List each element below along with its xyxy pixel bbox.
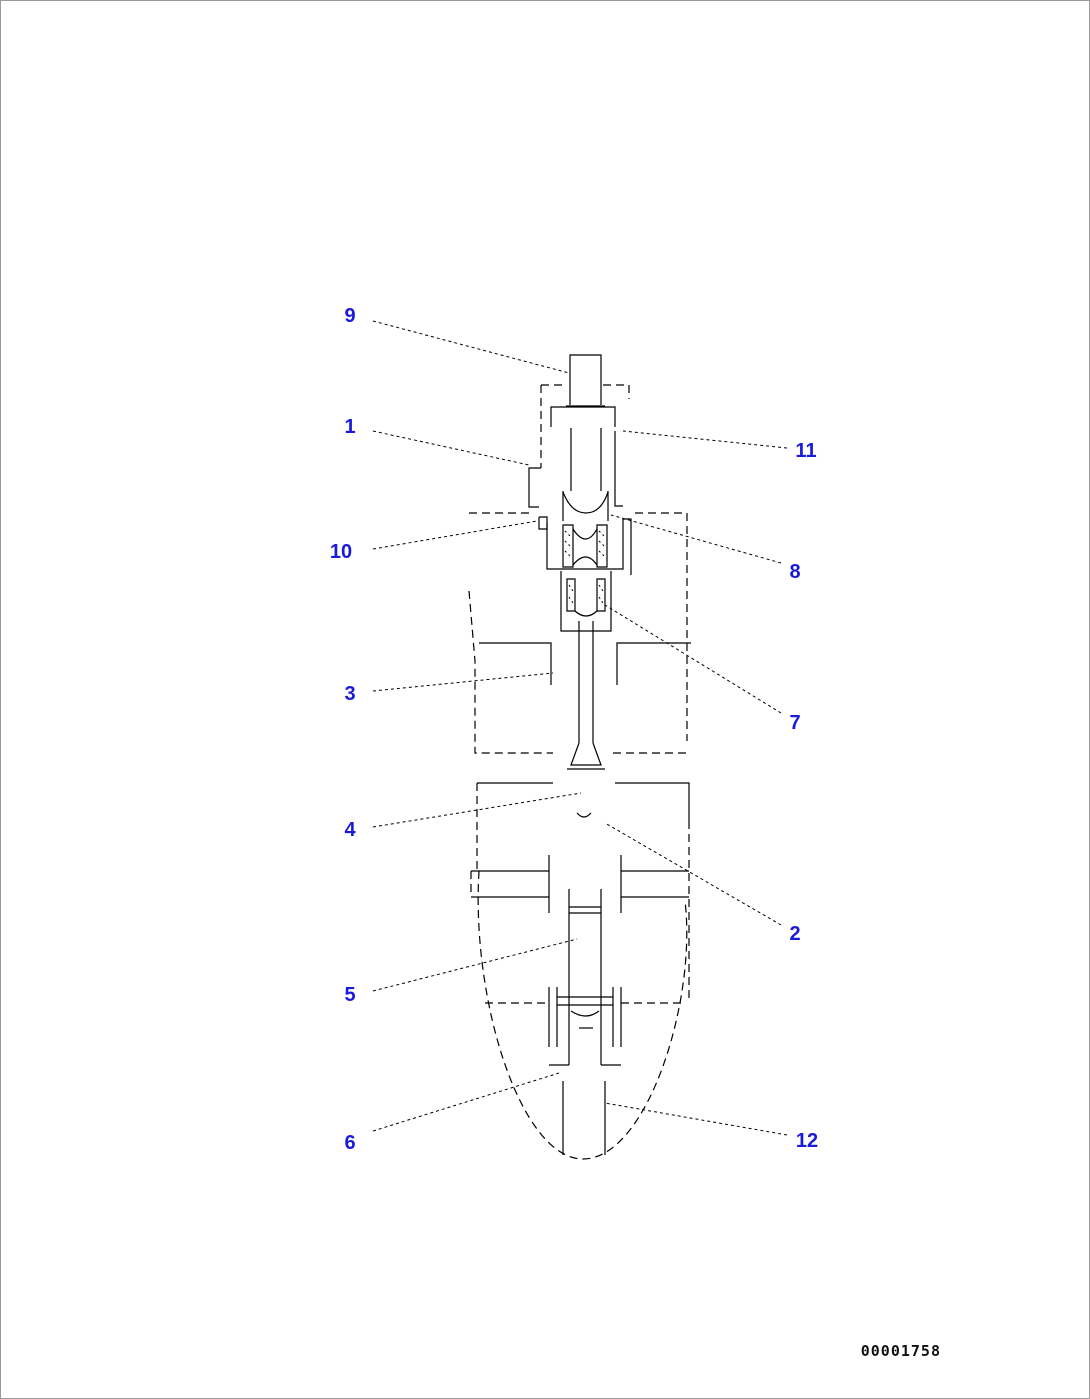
body-outline-upper — [468, 512, 691, 754]
callout-6: 6 — [344, 1132, 355, 1154]
callout-8: 8 — [789, 561, 800, 583]
callout-5: 5 — [344, 984, 355, 1006]
callout-4: 4 — [344, 819, 356, 841]
housing-upper — [528, 406, 623, 521]
port-section — [470, 855, 689, 913]
stem-top — [566, 354, 605, 407]
cap-outline — [540, 384, 630, 468]
callout-10: 10 — [330, 541, 352, 563]
body-outline-bottom — [477, 870, 688, 1160]
callout-1: 1 — [344, 416, 355, 438]
spool — [548, 889, 622, 1066]
callout-7: 7 — [789, 712, 800, 734]
callout-11: 11 — [795, 440, 816, 462]
seal-body — [538, 516, 632, 575]
callout-12: 12 — [796, 1130, 818, 1152]
drawing-number: 00001758 — [861, 1342, 941, 1360]
callout-2: 2 — [789, 923, 800, 945]
push-rod — [567, 621, 605, 770]
callout-3: 3 — [344, 683, 355, 705]
lower-seal — [560, 571, 612, 632]
body-outline-lower — [476, 782, 690, 1001]
callout-9: 9 — [344, 305, 355, 327]
leader-lines — [372, 320, 788, 1136]
